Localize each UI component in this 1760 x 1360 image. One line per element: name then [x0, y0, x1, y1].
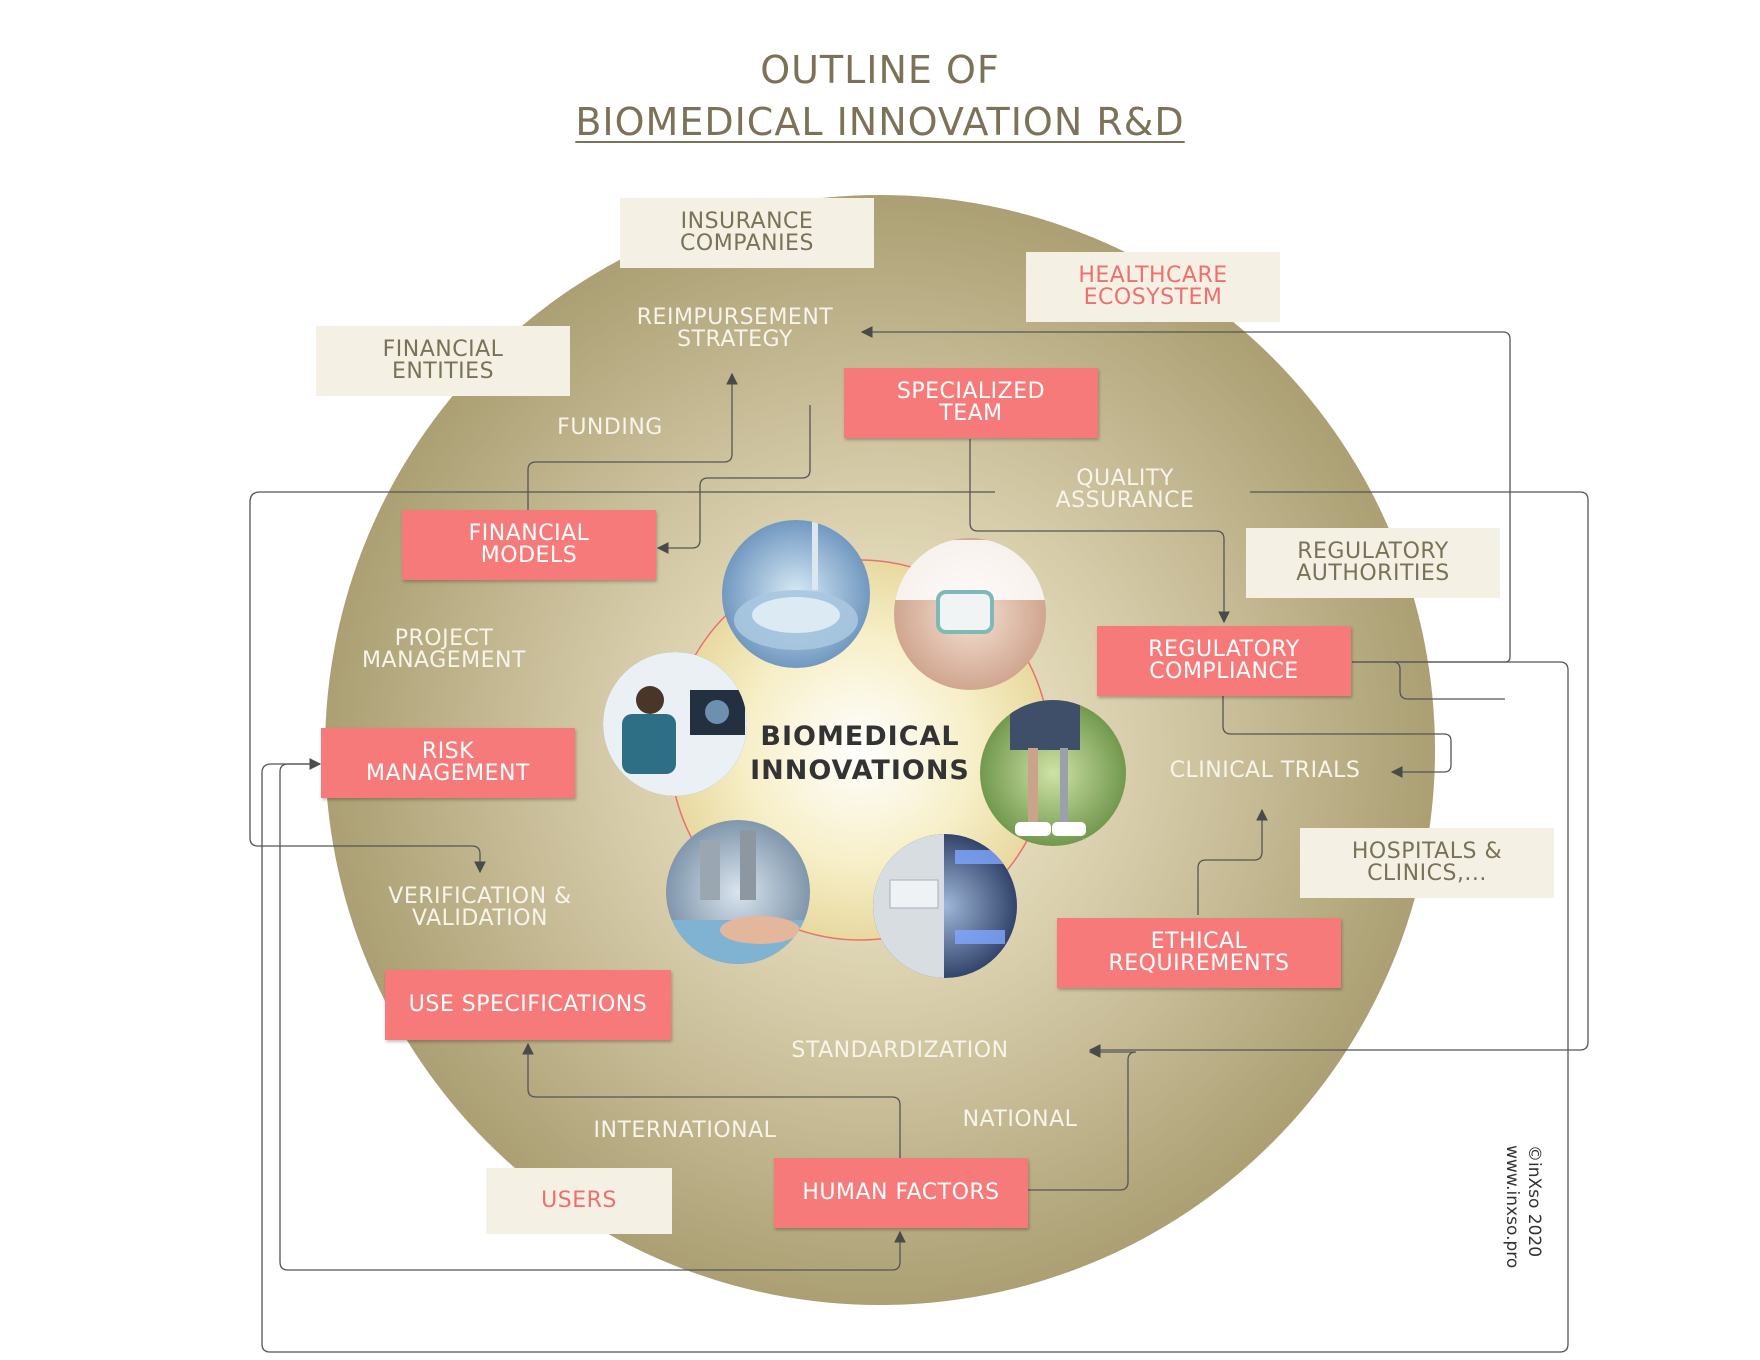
- photo-clinician-at-computer: [603, 652, 747, 796]
- quality-assurance-label: QUALITY ASSURANCE: [1055, 466, 1195, 513]
- photo-surgical-robot: [666, 820, 810, 964]
- use-specifications-box[interactable]: USE SPECIFICATIONS: [385, 970, 671, 1040]
- photo-wearable-armband: [894, 538, 1046, 690]
- project-management-label: PROJECT MANAGEMENT: [362, 626, 526, 673]
- funding-label: FUNDING: [557, 415, 663, 440]
- regulatory-authorities-box[interactable]: REGULATORY AUTHORITIES: [1246, 528, 1500, 598]
- clinical-trials-label: CLINICAL TRIALS: [1169, 758, 1361, 783]
- verification-validation-label: VERIFICATION & VALIDATION: [388, 884, 572, 931]
- international-label: INTERNATIONAL: [593, 1118, 777, 1143]
- connector-lines: [249, 326, 1589, 1353]
- standardization-label: STANDARDIZATION: [791, 1038, 1009, 1063]
- copyright-line-1: ©inXso 2020: [1524, 1145, 1544, 1258]
- title-line-2: BIOMEDICAL INNOVATION R&D: [0, 100, 1760, 144]
- healthcare-ecosystem-box[interactable]: HEALTHCARE ECOSYSTEM: [1026, 252, 1280, 322]
- copyright-line-2: www.inxso.pro: [1502, 1145, 1522, 1269]
- photo-lab-petri-dish: [722, 520, 870, 668]
- financial-entities-box[interactable]: FINANCIAL ENTITIES: [316, 326, 570, 396]
- title-line-1: OUTLINE OF: [760, 48, 1000, 92]
- center-label: BIOMEDICAL INNOVATIONS: [750, 721, 970, 786]
- national-label: NATIONAL: [962, 1107, 1078, 1132]
- financial-models-box[interactable]: FINANCIAL MODELS: [402, 510, 656, 580]
- reimbursement-strategy-label: REIMPURSEMENT STRATEGY: [636, 305, 834, 352]
- ethical-requirements-box[interactable]: ETHICAL REQUIREMENTS: [1057, 918, 1341, 988]
- risk-management-box[interactable]: RISK MANAGEMENT: [321, 728, 575, 798]
- regulatory-compliance-box[interactable]: REGULATORY COMPLIANCE: [1097, 626, 1351, 696]
- human-factors-box[interactable]: HUMAN FACTORS: [774, 1158, 1028, 1228]
- insurance-companies-box[interactable]: INSURANCE COMPANIES: [620, 198, 874, 268]
- photo-microfluidic-chip: [873, 834, 1017, 978]
- users-box[interactable]: USERS: [486, 1168, 672, 1234]
- specialized-team-box[interactable]: SPECIALIZED TEAM: [844, 368, 1098, 438]
- hospitals-clinics-box[interactable]: HOSPITALS & CLINICS,...: [1300, 828, 1554, 898]
- title-underlined-text: BIOMEDICAL INNOVATION R&D: [575, 100, 1185, 144]
- photo-prosthetic-leg: [980, 700, 1126, 846]
